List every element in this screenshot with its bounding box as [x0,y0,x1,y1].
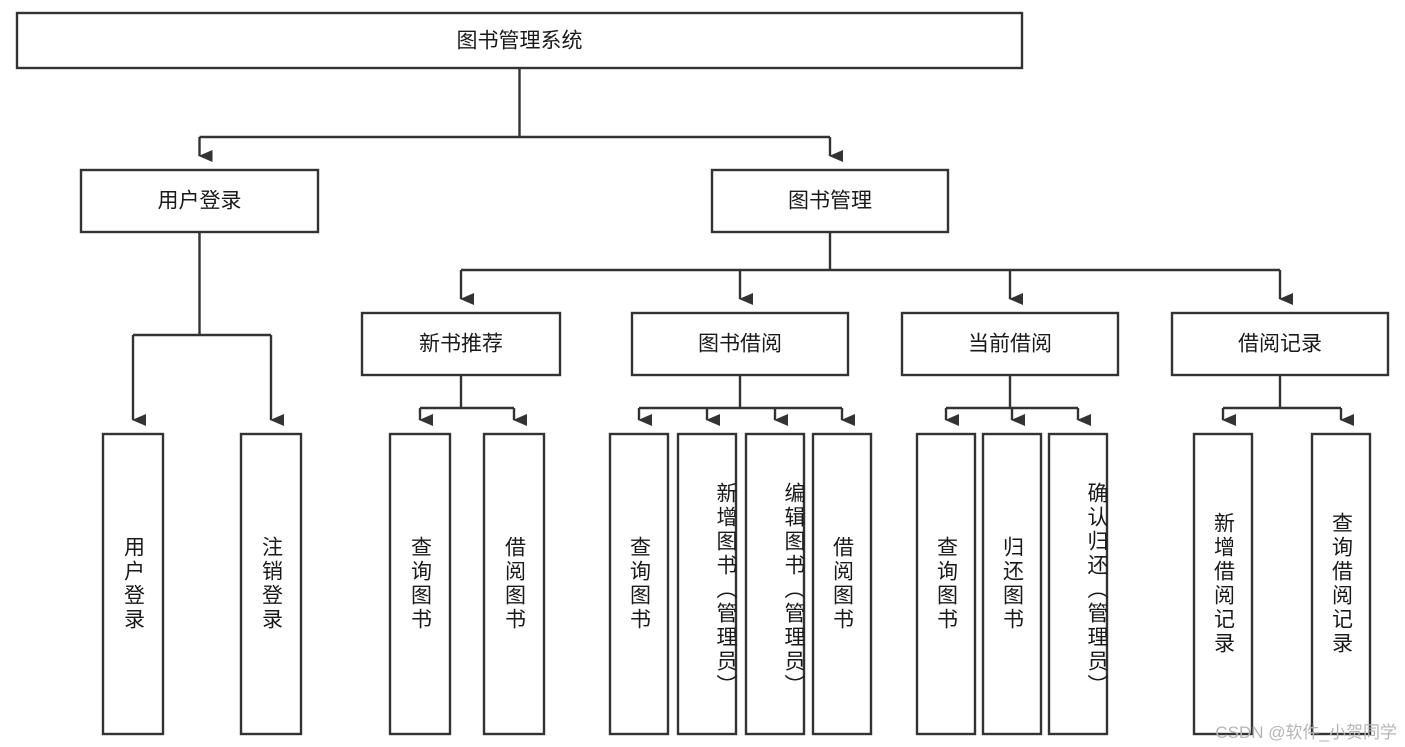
label-root: 图书管理系统 [457,30,583,53]
node-box-book-management[interactable] [710,168,950,234]
node-box-leaf-query-book-recommend[interactable] [388,432,452,736]
node-box-leaf-query-book-current[interactable] [915,432,977,736]
node-label-group: 图书管理系统 用户登录 图书管理 新书推荐 图书借阅 当前借阅 借阅记录 [158,30,1323,356]
node-box-borrow-record[interactable] [1170,311,1390,377]
node-box-leaf-borrow-book-recommend[interactable] [482,432,546,736]
node-box-leaf-query-book-borrow[interactable] [608,432,670,736]
node-box-leaf-logout-login[interactable] [239,432,303,736]
node-box-current-borrow[interactable] [900,311,1120,377]
label-borrow-record: 借阅记录 [1238,333,1322,356]
node-box-leaf-add-book-admin[interactable] [676,432,738,736]
label-book-management: 图书管理 [788,190,872,213]
node-box-root[interactable] [15,11,1024,70]
node-box-book-borrow[interactable] [630,311,850,377]
node-box-leaf-query-borrow-record[interactable] [1310,432,1372,736]
label-new-book-recommend: 新书推荐 [419,333,503,356]
node-box-leaf-add-borrow-record[interactable] [1192,432,1254,736]
node-box-user-login[interactable] [79,168,320,234]
node-box-leaf-edit-book-admin[interactable] [744,432,806,736]
label-current-borrow: 当前借阅 [968,333,1052,356]
node-box-new-book-recommend[interactable] [360,311,562,377]
node-box-group [15,11,1390,736]
node-box-leaf-confirm-return-admin[interactable] [1047,432,1109,736]
connector-group [131,68,1354,426]
node-box-leaf-borrow-book-borrow[interactable] [811,432,873,736]
watermark-text: CSDN @软件_小贺同学 [1215,723,1397,742]
label-book-borrow: 图书借阅 [698,333,782,356]
node-box-leaf-user-login[interactable] [101,432,165,736]
label-user-login: 用户登录 [158,190,242,213]
node-box-leaf-return-book[interactable] [981,432,1043,736]
